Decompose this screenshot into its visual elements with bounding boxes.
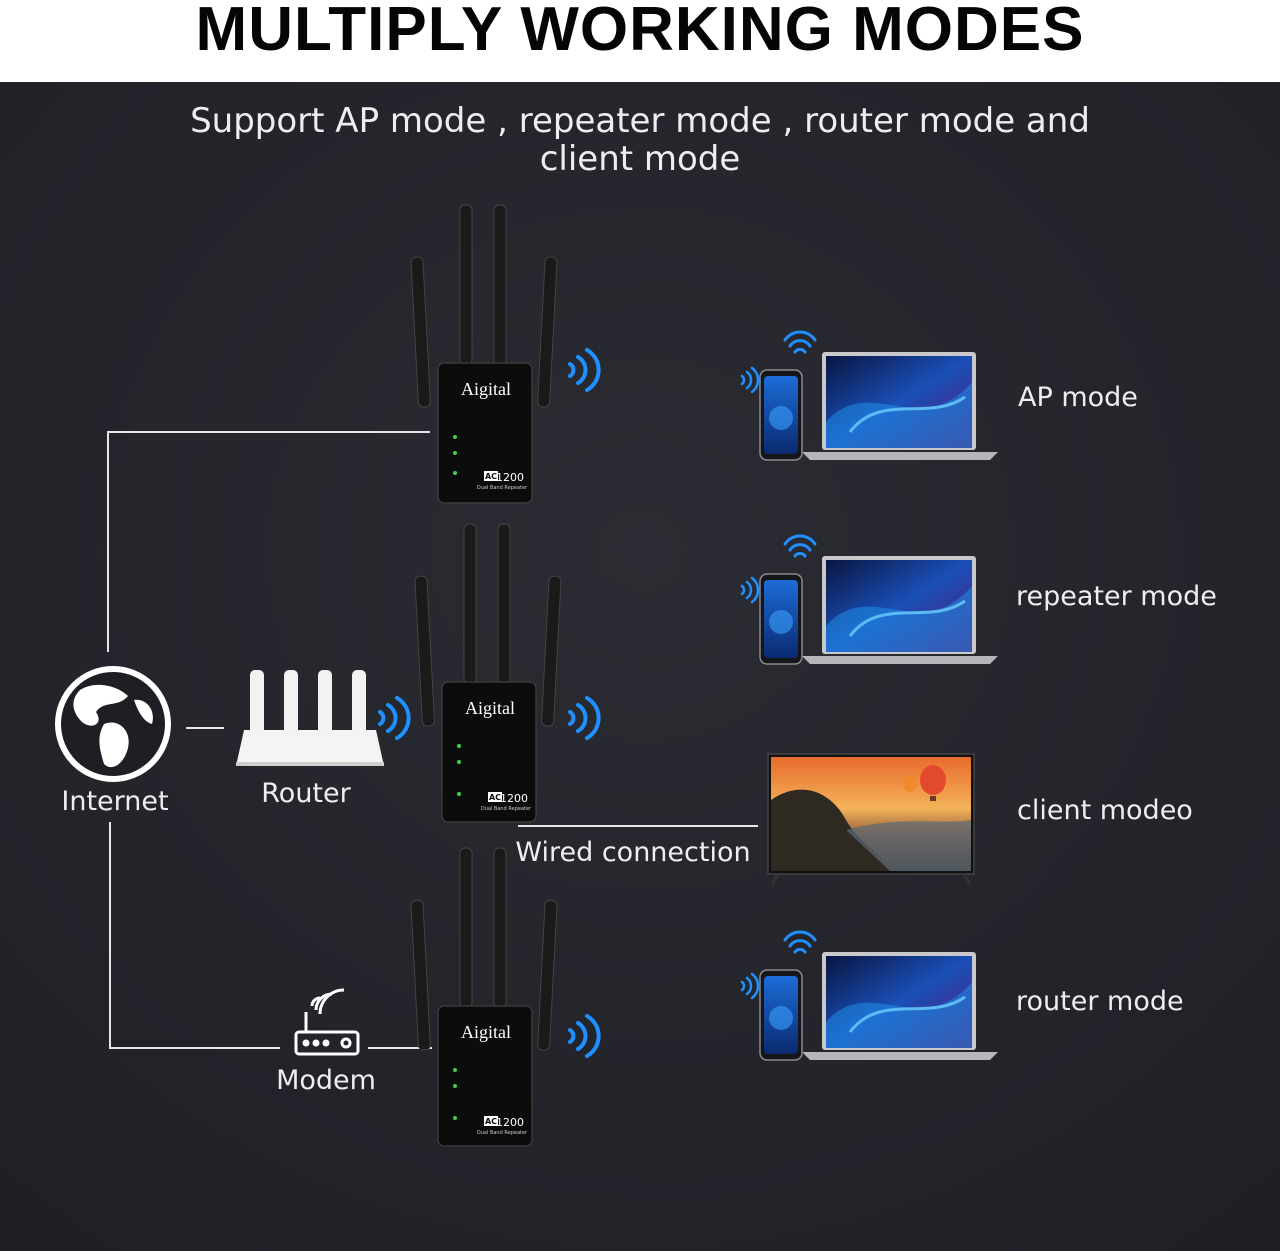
extender-repeater: Aigital AC 1200 Dual Band Repeater <box>414 523 562 823</box>
mode-label-ap: AP mode <box>1018 382 1138 413</box>
intro-line-2: client mode <box>540 139 741 179</box>
headline: MULTIPLY WORKING MODES <box>195 0 1085 64</box>
modem-label: Modem <box>276 1065 376 1096</box>
connection-lines <box>107 431 758 1049</box>
line-internet-to-ap <box>107 431 430 652</box>
globe-icon <box>55 666 171 782</box>
line-internet-to-modem <box>109 822 280 1049</box>
extender-repeater-sub: Dual Band Repeater <box>481 806 532 812</box>
mode-label-repeater: repeater mode <box>1016 581 1217 612</box>
router-label: Router <box>261 778 351 809</box>
mode-label-client: client modeo <box>1017 795 1193 826</box>
diagram-canvas: Support AP mode , repeater mode , router… <box>0 82 1280 1251</box>
extender-router: Aigital AC 1200 Dual Band Repeater <box>410 847 558 1147</box>
wired-connection-label: Wired connection <box>515 837 750 868</box>
extender-ap-brand: Aigital <box>461 379 511 399</box>
extender-repeater-brand: Aigital <box>465 698 515 718</box>
diagram-panel: Support AP mode , repeater mode , router… <box>0 82 1280 1251</box>
extender-ap: Aigital AC 1200 Dual Band Repeater <box>410 204 558 504</box>
dark-background <box>0 82 1280 1251</box>
tv-icon <box>767 753 975 885</box>
extender-router-badge: AC <box>485 1117 497 1126</box>
title-banner: MULTIPLY WORKING MODES <box>0 0 1280 82</box>
mode-label-router: router mode <box>1016 986 1184 1017</box>
extender-ap-badge: AC <box>485 472 497 481</box>
extender-router-brand: Aigital <box>461 1022 511 1042</box>
extender-repeater-model: 1200 <box>500 792 528 805</box>
router-icon <box>236 670 384 766</box>
extender-ap-sub: Dual Band Repeater <box>477 485 528 491</box>
extender-repeater-badge: AC <box>489 793 501 802</box>
extender-router-model: 1200 <box>496 1116 524 1129</box>
internet-label: Internet <box>61 786 168 817</box>
modem-icon <box>294 988 360 1056</box>
intro-line-1: Support AP mode , repeater mode , router… <box>190 101 1090 141</box>
extender-router-sub: Dual Band Repeater <box>477 1130 528 1136</box>
extender-ap-model: 1200 <box>496 471 524 484</box>
